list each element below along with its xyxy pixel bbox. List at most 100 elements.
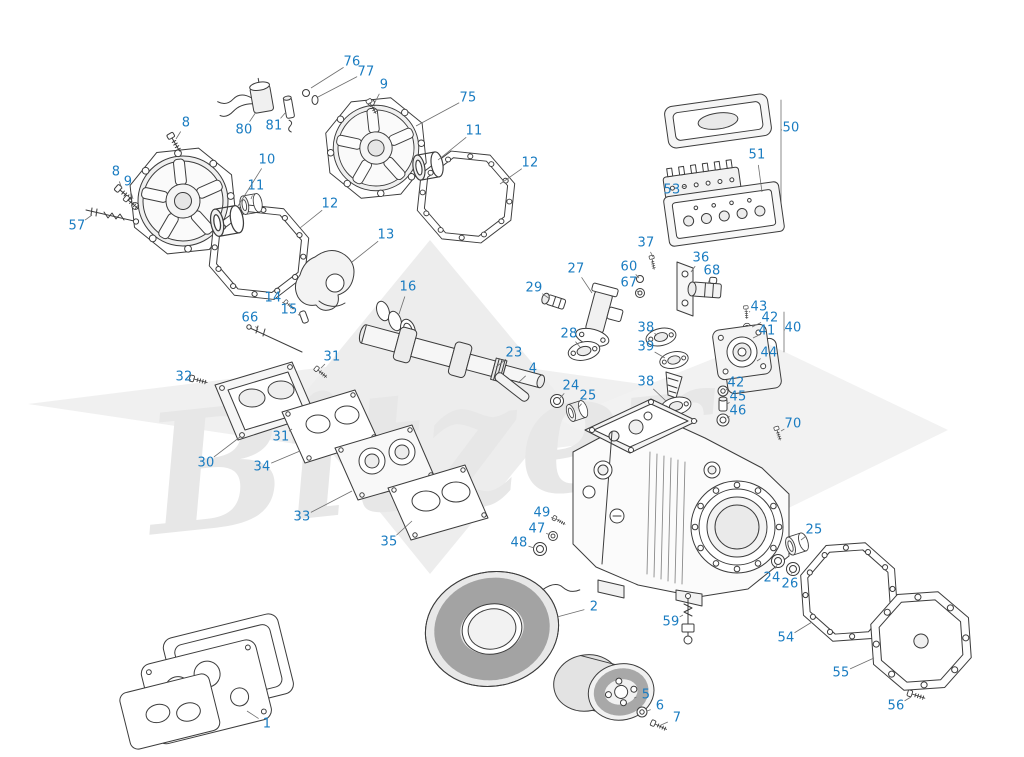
leader-line-25 xyxy=(577,403,582,409)
part-callout-59: 59 xyxy=(662,614,680,630)
plug-45 xyxy=(718,396,728,412)
part-callout-12: 12 xyxy=(321,196,339,212)
part-callout-48: 48 xyxy=(510,535,528,551)
leader-line-66 xyxy=(255,326,259,331)
leader-line-33 xyxy=(310,490,353,513)
part-callout-30: 30 xyxy=(197,455,215,471)
leader-line-67 xyxy=(635,289,639,293)
part-callout-49: 49 xyxy=(533,505,551,521)
part-callout-56: 56 xyxy=(887,698,905,714)
part-callout-1: 1 xyxy=(262,716,272,732)
oil-pump-plate xyxy=(712,323,772,381)
part-callout-9: 9 xyxy=(123,174,133,190)
cooling-fins xyxy=(646,451,686,585)
leader-line-30 xyxy=(213,436,241,458)
part-callout-16: 16 xyxy=(399,279,417,295)
leader-line-35 xyxy=(396,520,413,536)
leader-line-7 xyxy=(660,721,668,726)
leader-line-36 xyxy=(690,265,696,273)
leader-line-37 xyxy=(650,251,654,258)
ring-24b-inner xyxy=(774,557,782,565)
leader-line-16 xyxy=(398,296,406,315)
piston-pin xyxy=(299,310,309,324)
part-callout-27: 27 xyxy=(567,261,585,277)
leader-line-80 xyxy=(249,111,257,122)
leader-line-68 xyxy=(707,280,710,285)
flange-bolt-holes xyxy=(691,481,783,573)
part-callout-40: 40 xyxy=(784,320,802,336)
part-callout-10: 10 xyxy=(258,152,276,168)
leader-line-41 xyxy=(752,335,759,339)
part-callout-6: 6 xyxy=(655,698,665,714)
leader-line-60 xyxy=(635,274,640,279)
part-callout-76: 76 xyxy=(343,54,361,70)
part-callout-51: 51 xyxy=(748,147,766,163)
stator xyxy=(424,571,581,687)
part-callout-39: 39 xyxy=(637,339,655,355)
part-callout-38: 38 xyxy=(637,320,655,336)
leader-line-15 xyxy=(297,314,302,317)
leader-line-13 xyxy=(351,240,379,263)
leader-line-24 xyxy=(775,564,778,569)
part-callout-24: 24 xyxy=(763,570,781,586)
leader-line-46 xyxy=(726,416,730,419)
part-callout-11: 11 xyxy=(465,123,483,139)
compressor-housing xyxy=(572,398,790,607)
leader-line-44 xyxy=(756,358,761,362)
part-callout-14: 14 xyxy=(264,290,282,306)
leader-line-42 xyxy=(725,388,729,391)
solenoid-armature xyxy=(282,95,295,133)
leader-line-23 xyxy=(495,358,507,368)
leader-line-6 xyxy=(646,709,651,712)
leader-line-9 xyxy=(373,93,380,105)
part-callout-8: 8 xyxy=(111,164,121,180)
part-callout-9: 9 xyxy=(379,77,389,93)
part-callout-25: 25 xyxy=(805,522,823,538)
leader-line-31 xyxy=(320,363,326,369)
leader-line-11 xyxy=(250,195,253,200)
cap-46-inner xyxy=(719,416,727,424)
bracket-36 xyxy=(676,261,694,317)
part-callout-68: 68 xyxy=(703,263,721,279)
part-callout-13: 13 xyxy=(377,227,395,243)
leader-line-4 xyxy=(517,375,526,384)
leader-line-29 xyxy=(542,293,551,300)
oil-return-rod xyxy=(85,207,140,225)
part-callout-33: 33 xyxy=(293,509,311,525)
part-callout-28: 28 xyxy=(560,326,578,342)
part-callout-26: 26 xyxy=(781,576,799,592)
leader-line-54 xyxy=(794,621,813,634)
part-callout-53: 53 xyxy=(663,182,681,198)
part-callout-46: 46 xyxy=(729,403,747,419)
check-valve-59 xyxy=(681,593,695,645)
part-callout-23: 23 xyxy=(505,345,523,361)
leader-line-12 xyxy=(299,209,323,229)
leader-line-14 xyxy=(281,301,287,305)
ring-24a-inner xyxy=(553,397,561,405)
part-callout-29: 29 xyxy=(525,280,543,296)
part-callout-8: 8 xyxy=(181,115,191,131)
part-callout-41: 41 xyxy=(758,323,776,339)
part-callout-15: 15 xyxy=(280,302,298,318)
leader-line-28 xyxy=(575,341,581,348)
terminal-box-lid xyxy=(664,93,772,149)
part-callout-66: 66 xyxy=(241,310,259,326)
part-callout-38: 38 xyxy=(637,374,655,390)
gasket-set xyxy=(119,613,294,750)
leader-line-38 xyxy=(652,388,667,402)
part-callout-70: 70 xyxy=(784,416,802,432)
part-callout-5: 5 xyxy=(641,687,651,703)
part-callout-24: 24 xyxy=(562,378,580,394)
leader-line-12 xyxy=(499,168,523,185)
part-callout-43: 43 xyxy=(750,299,768,315)
part-callout-42: 42 xyxy=(761,310,779,326)
solenoid-coil xyxy=(217,77,274,117)
leader-line-34 xyxy=(271,450,301,464)
fitting-29 xyxy=(541,292,567,310)
part-callout-54: 54 xyxy=(777,630,795,646)
leader-line-31 xyxy=(288,428,293,432)
part-callout-37: 37 xyxy=(637,235,655,251)
